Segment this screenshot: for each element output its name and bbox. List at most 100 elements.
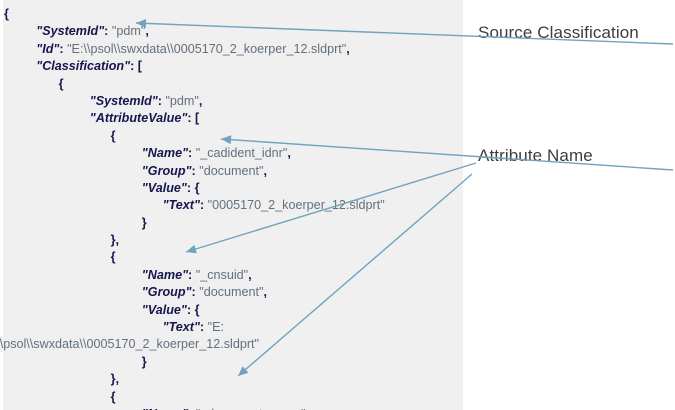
code-token: } bbox=[141, 354, 147, 369]
code-token: "Value" bbox=[141, 180, 187, 195]
code-line-text: "Id": "E:\\psol\\swxdata\\0005170_2_koer… bbox=[35, 40, 352, 57]
code-line: { bbox=[3, 249, 473, 266]
code-token: "Classification" bbox=[36, 59, 131, 74]
code-line-text: "Text": "0005170_2_koerper_12.sldprt" bbox=[161, 197, 387, 214]
code-line-text: "Value": { bbox=[140, 179, 202, 196]
code-line: "Name": "_document_name", bbox=[3, 405, 473, 410]
code-line: { bbox=[3, 127, 473, 145]
code-token: , bbox=[145, 24, 149, 39]
code-token: "Text" bbox=[162, 320, 200, 335]
code-line-text: } bbox=[140, 214, 149, 231]
code-line: "SystemId": "pdm", bbox=[3, 23, 473, 40]
code-token: "AttributeValue" bbox=[89, 111, 188, 126]
code-token: , bbox=[248, 267, 252, 282]
code-token: { bbox=[110, 250, 116, 265]
code-line-text: } bbox=[140, 353, 149, 370]
code-line: "Classification": [ bbox=[3, 58, 473, 75]
code-token: : bbox=[199, 198, 208, 213]
code-line-text: "Name": "_document_name", bbox=[140, 405, 312, 410]
code-line-text: { bbox=[109, 127, 118, 144]
code-token: }, bbox=[110, 372, 119, 387]
code-token: "_document_name" bbox=[196, 407, 306, 410]
code-token: , bbox=[263, 163, 267, 178]
code-token: , bbox=[198, 93, 203, 108]
annotation-label: Source Classification bbox=[478, 23, 639, 42]
code-line-text: "SystemId": "pdm", bbox=[35, 23, 151, 40]
code-line: } bbox=[3, 353, 473, 371]
code-line: { bbox=[3, 388, 473, 406]
code-line: "Value": { bbox=[3, 301, 473, 319]
code-token: "Name" bbox=[141, 267, 189, 282]
code-token: : bbox=[188, 146, 196, 161]
annotation-label: Attribute Name bbox=[478, 146, 593, 165]
code-token: : [ bbox=[187, 111, 200, 126]
code-token: { bbox=[58, 76, 64, 91]
code-token: "Group" bbox=[141, 285, 192, 300]
code-line-text: }, bbox=[109, 371, 121, 388]
code-line-text: { bbox=[109, 249, 118, 266]
code-token: , bbox=[287, 146, 291, 161]
code-line-text: { bbox=[3, 6, 11, 22]
code-token: { bbox=[110, 128, 116, 143]
code-line: "Text": "E: bbox=[3, 319, 473, 336]
code-token: "_cadident_idnr" bbox=[195, 146, 288, 161]
code-token: "Id" bbox=[36, 41, 60, 56]
code-token: "Value" bbox=[141, 302, 187, 317]
code-token: : bbox=[104, 24, 112, 39]
code-token: } bbox=[141, 215, 147, 230]
code-token: "_cnsuid" bbox=[195, 267, 249, 282]
code-token: "Group" bbox=[141, 163, 192, 178]
code-line-text: \\psol\\swxdata\\0005170_2_koerper_12.sl… bbox=[0, 336, 262, 353]
code-line: "Id": "E:\\psol\\swxdata\\0005170_2_koer… bbox=[3, 40, 473, 58]
code-token: "SystemId" bbox=[36, 24, 105, 39]
code-token: : bbox=[188, 407, 196, 410]
code-line-text: "Text": "E: bbox=[161, 319, 227, 336]
code-token: "document" bbox=[199, 163, 264, 178]
code-line-text: "Value": { bbox=[140, 301, 202, 318]
code-line: }, bbox=[3, 232, 473, 249]
code-token: : bbox=[188, 267, 196, 282]
code-token: "0005170_2_koerper_12.sldprt" bbox=[207, 198, 385, 213]
code-line-text: }, bbox=[109, 232, 121, 249]
code-token: : { bbox=[186, 302, 200, 317]
code-line: "Name": "_cnsuid", bbox=[3, 266, 473, 284]
code-line: { bbox=[3, 75, 473, 93]
code-token: : bbox=[191, 285, 200, 300]
code-line-text: "AttributeValue": [ bbox=[88, 110, 202, 127]
code-token: "E:\\psol\\swxdata\\0005170_2_koerper_12… bbox=[67, 41, 347, 56]
json-code-listing: {"SystemId": "pdm","Id": "E:\\psol\\swxd… bbox=[0, 0, 473, 410]
code-token: , bbox=[346, 41, 350, 56]
code-token: : bbox=[157, 93, 166, 108]
code-token: "E: bbox=[207, 320, 225, 335]
code-line: "Name": "_cadident_idnr", bbox=[3, 145, 473, 162]
code-line-text: "Name": "_cadident_idnr", bbox=[140, 145, 293, 162]
code-line-text: "Classification": [ bbox=[35, 58, 144, 75]
code-token: { bbox=[110, 389, 116, 404]
code-line: "SystemId": "pdm", bbox=[3, 92, 473, 110]
code-line: }, bbox=[3, 371, 473, 388]
code-token: : bbox=[59, 41, 68, 56]
code-token: "Name" bbox=[141, 146, 189, 161]
code-line: { bbox=[3, 6, 473, 23]
code-line-text: { bbox=[109, 388, 118, 405]
code-token: }, bbox=[110, 233, 119, 248]
code-token: "Name" bbox=[142, 407, 188, 410]
code-line-text: "Name": "_cnsuid", bbox=[140, 266, 254, 283]
code-token: : { bbox=[186, 180, 200, 195]
code-line: "Group": "document", bbox=[3, 162, 473, 180]
code-line: "Text": "0005170_2_koerper_12.sldprt" bbox=[3, 197, 473, 214]
code-line: } bbox=[3, 214, 473, 232]
code-token: { bbox=[4, 7, 9, 21]
code-line: \\psol\\swxdata\\0005170_2_koerper_12.sl… bbox=[0, 336, 473, 353]
code-token: , bbox=[306, 407, 310, 410]
code-token: "pdm" bbox=[165, 93, 199, 108]
code-line: "Group": "document", bbox=[3, 284, 473, 301]
code-token: "Text" bbox=[162, 198, 200, 213]
code-token: \\psol\\swxdata\\0005170_2_koerper_12.sl… bbox=[0, 337, 260, 352]
code-token: : bbox=[199, 320, 208, 335]
code-token: "pdm" bbox=[111, 24, 146, 39]
code-token: "document" bbox=[199, 285, 264, 300]
code-line: "AttributeValue": [ bbox=[3, 110, 473, 127]
code-line-text: "Group": "document", bbox=[140, 284, 269, 301]
